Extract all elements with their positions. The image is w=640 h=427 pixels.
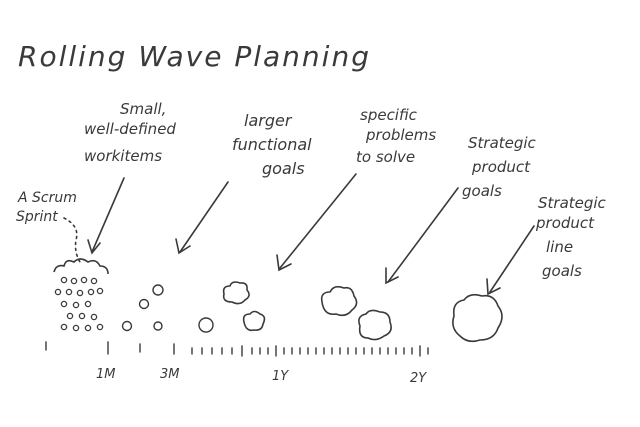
tick-label-2y: 2Y bbox=[410, 371, 427, 386]
arrows bbox=[63, 173, 535, 296]
svg-text:larger: larger bbox=[244, 111, 293, 130]
svg-text:product: product bbox=[535, 214, 595, 232]
tick-label-1m: 1M bbox=[96, 367, 116, 382]
label-small-workitems: Small, well-defined workitems bbox=[84, 100, 176, 165]
label-strategic-product-line-goals: Strategic product line goals bbox=[535, 194, 607, 280]
tick-label-1y: 1Y bbox=[272, 369, 289, 384]
svg-text:Strategic: Strategic bbox=[468, 134, 537, 152]
arrow-to-small-workitems bbox=[175, 181, 229, 255]
arrow-to-larger-goals bbox=[276, 173, 357, 272]
svg-text:goals: goals bbox=[462, 182, 502, 200]
svg-text:specific: specific bbox=[360, 106, 418, 124]
svg-text:goals: goals bbox=[262, 159, 305, 178]
cloud-strategic-1 bbox=[320, 285, 358, 317]
svg-text:A Scrum: A Scrum bbox=[17, 190, 77, 206]
svg-text:to solve: to solve bbox=[356, 148, 415, 166]
tick-label-3m: 3M bbox=[160, 367, 180, 382]
diagram-title: Rolling Wave Planning bbox=[18, 40, 371, 73]
label-specific-problems: specific problems to solve bbox=[356, 106, 436, 166]
svg-text:Strategic: Strategic bbox=[538, 194, 607, 212]
svg-text:goals: goals bbox=[542, 262, 582, 280]
svg-text:workitems: workitems bbox=[84, 147, 162, 165]
timeline-labels: 1M 3M 1Y 2Y bbox=[96, 367, 427, 386]
label-scrum-sprint: A Scrum Sprint bbox=[16, 190, 77, 225]
svg-text:Small,: Small, bbox=[120, 100, 166, 118]
cloud-problem-small-2 bbox=[242, 310, 266, 332]
goal-clouds bbox=[222, 281, 503, 343]
functional-goal-circles bbox=[121, 284, 214, 333]
timeline bbox=[45, 341, 429, 357]
svg-text:problems: problems bbox=[365, 126, 436, 144]
svg-text:functional: functional bbox=[232, 135, 312, 154]
svg-text:well-defined: well-defined bbox=[84, 120, 176, 138]
arrow-to-sprint bbox=[87, 177, 125, 255]
svg-text:Sprint: Sprint bbox=[16, 209, 58, 225]
cloud-problem-small bbox=[222, 281, 250, 305]
arrow-to-strategic-goals bbox=[486, 225, 535, 296]
svg-text:product: product bbox=[471, 158, 531, 176]
sprint-work-items bbox=[54, 276, 104, 332]
label-larger-goals: larger functional goals bbox=[232, 111, 312, 178]
cloud-product-line bbox=[452, 293, 503, 343]
arrow-to-specific-problems bbox=[385, 187, 459, 285]
sprint-bracket bbox=[53, 258, 109, 275]
svg-text:line: line bbox=[546, 238, 573, 256]
cloud-strategic-2 bbox=[358, 309, 392, 341]
label-strategic-product-goals: Strategic product goals bbox=[462, 134, 537, 200]
scrum-sprint-pointer bbox=[63, 217, 81, 263]
